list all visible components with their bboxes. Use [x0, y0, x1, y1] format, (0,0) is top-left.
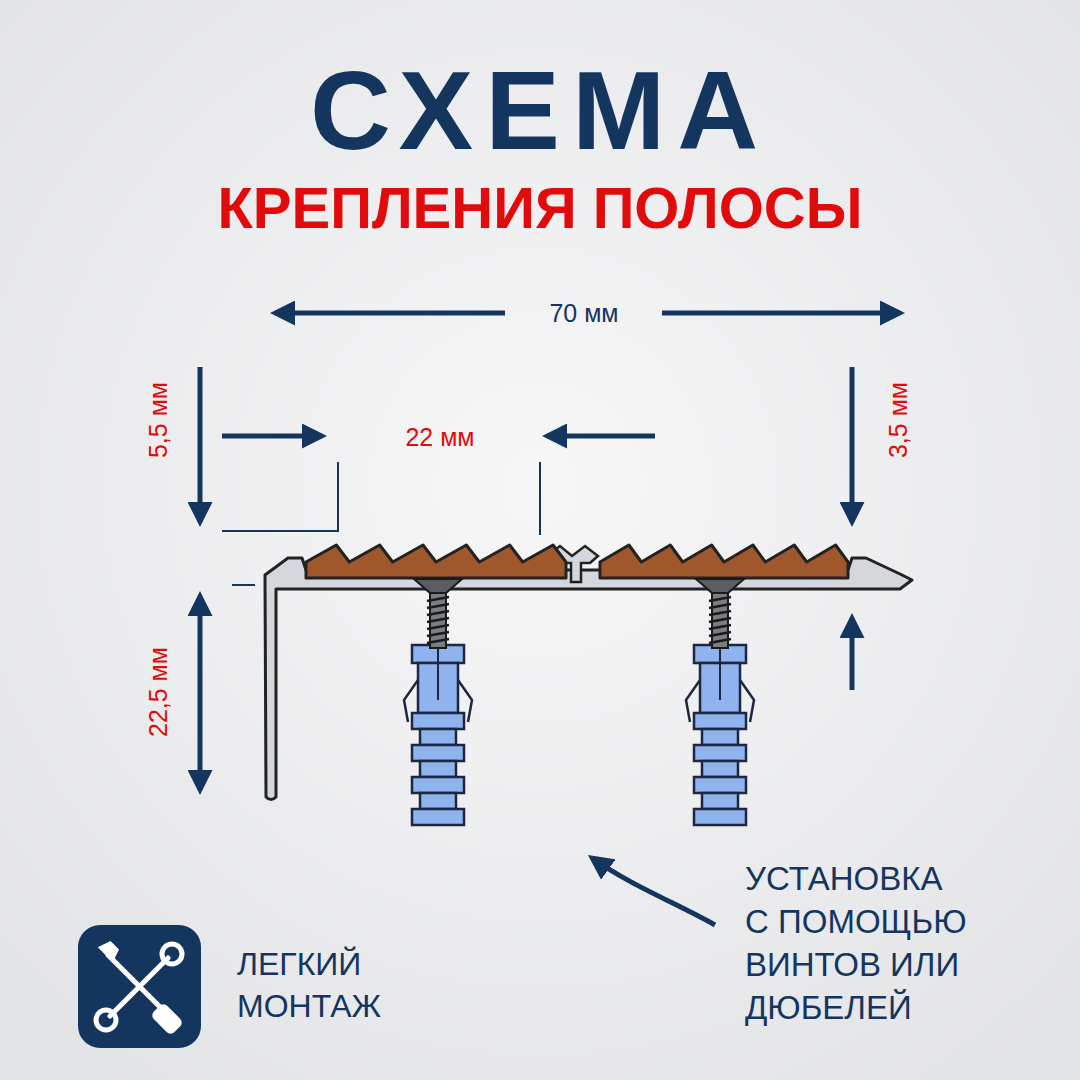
- easy-install-note: ЛЕГКИЙ МОНТАЖ: [237, 944, 361, 1027]
- aluminium-profile: [265, 558, 912, 800]
- strip-profile: [265, 546, 912, 800]
- dimension-arrows: [200, 313, 900, 925]
- fasteners: [404, 579, 754, 825]
- screw-and-dowel: [404, 579, 472, 825]
- anti-slip-insert: [600, 545, 848, 578]
- dimension-label: 22,5 мм: [142, 647, 175, 737]
- anti-slip-inserts: [306, 545, 848, 578]
- installation-note: УСТАНОВКА С ПОМОЩЬЮ ВИНТОВ ИЛИ ДЮБЕЛЕЙ: [745, 858, 973, 1030]
- dimension-label: 3,5 мм: [882, 382, 915, 458]
- subtitle: КРЕПЛЕНИЯ ПОЛОСЫ: [217, 170, 862, 245]
- dimension-label: 5,5 мм: [142, 382, 175, 458]
- screw-and-dowel: [686, 579, 754, 825]
- easy-install-icon: [78, 925, 201, 1048]
- anti-slip-insert: [306, 545, 566, 578]
- dimension-label: 70 мм: [549, 297, 618, 330]
- dimension-label: 22 мм: [405, 421, 474, 454]
- title: СХЕМА: [310, 46, 770, 175]
